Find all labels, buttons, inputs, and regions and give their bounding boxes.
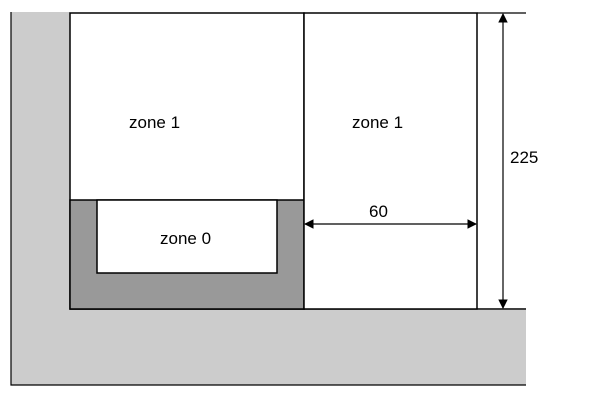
width-dimension-label: 60 — [369, 202, 388, 221]
zone-0-label: zone 0 — [160, 229, 211, 248]
zone-0-box — [96, 199, 278, 274]
zone-1-left-label: zone 1 — [129, 113, 180, 132]
ground-outline — [10, 12, 526, 386]
zone-1-right-label: zone 1 — [352, 113, 403, 132]
height-dimension-label: 225 — [510, 148, 538, 167]
zone-1-right-box — [303, 12, 478, 310]
